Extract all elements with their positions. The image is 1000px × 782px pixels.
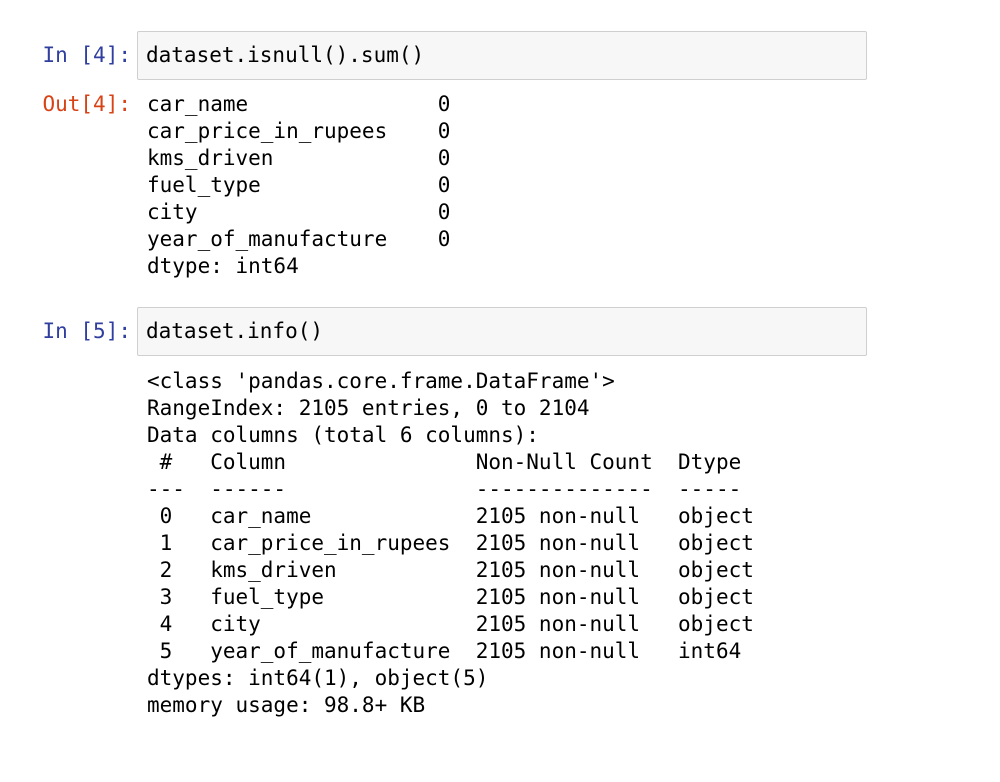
output-line: car_name 0 [147, 92, 451, 116]
output-line: dtypes: int64(1), object(5) [147, 666, 489, 690]
output-line: <class 'pandas.core.frame.DataFrame'> [147, 369, 615, 393]
output-line: 2 kms_driven 2105 non-null object [147, 558, 754, 582]
output-line: 0 car_name 2105 non-null object [147, 504, 754, 528]
input-prompt: In [5]: [42, 319, 131, 343]
output-line: 3 fuel_type 2105 non-null object [147, 585, 754, 609]
code-editor[interactable]: dataset.info() [137, 307, 867, 356]
output-line: fuel_type 0 [147, 173, 451, 197]
output-line: city 0 [147, 200, 451, 224]
output-line: RangeIndex: 2105 entries, 0 to 2104 [147, 396, 590, 420]
output-line: car_price_in_rupees 0 [147, 119, 451, 143]
code-source: dataset.isnull().sum() [146, 43, 425, 67]
output-line: kms_driven 0 [147, 146, 451, 170]
output-line: 4 city 2105 non-null object [147, 612, 754, 636]
code-source: dataset.info() [146, 319, 324, 343]
output-prompt: Out[4]: [42, 92, 131, 116]
cell-input-row: In [5]: dataset.info() [0, 307, 1000, 356]
input-prompt: In [4]: [42, 43, 131, 67]
output-line: memory usage: 98.8+ KB [147, 693, 426, 717]
notebook: In [4]: dataset.isnull().sum() Out[4]: c… [0, 31, 1000, 719]
output-line: 1 car_price_in_rupees 2105 non-null obje… [147, 531, 754, 555]
output-line: --- ------ -------------- ----- [147, 477, 754, 501]
cell-output-row: Out[4]: car_name 0 car_price_in_rupees 0… [0, 91, 1000, 280]
code-editor[interactable]: dataset.isnull().sum() [137, 31, 867, 80]
output-line: Data columns (total 6 columns): [147, 423, 539, 447]
output-line: dtype: int64 [147, 254, 299, 278]
output-line: year_of_manufacture 0 [147, 227, 451, 251]
output-line: # Column Non-Null Count Dtype [147, 450, 754, 474]
output-line: 5 year_of_manufacture 2105 non-null int6… [147, 639, 754, 663]
output-text: car_name 0 car_price_in_rupees 0 kms_dri… [147, 91, 450, 280]
cell-input-row: In [4]: dataset.isnull().sum() [0, 31, 1000, 80]
cell-output-row: <class 'pandas.core.frame.DataFrame'> Ra… [0, 356, 1000, 719]
code-cell: In [4]: dataset.isnull().sum() Out[4]: c… [0, 31, 1000, 280]
code-cell: In [5]: dataset.info() <class 'pandas.co… [0, 307, 1000, 719]
output-text: <class 'pandas.core.frame.DataFrame'> Ra… [147, 368, 754, 719]
